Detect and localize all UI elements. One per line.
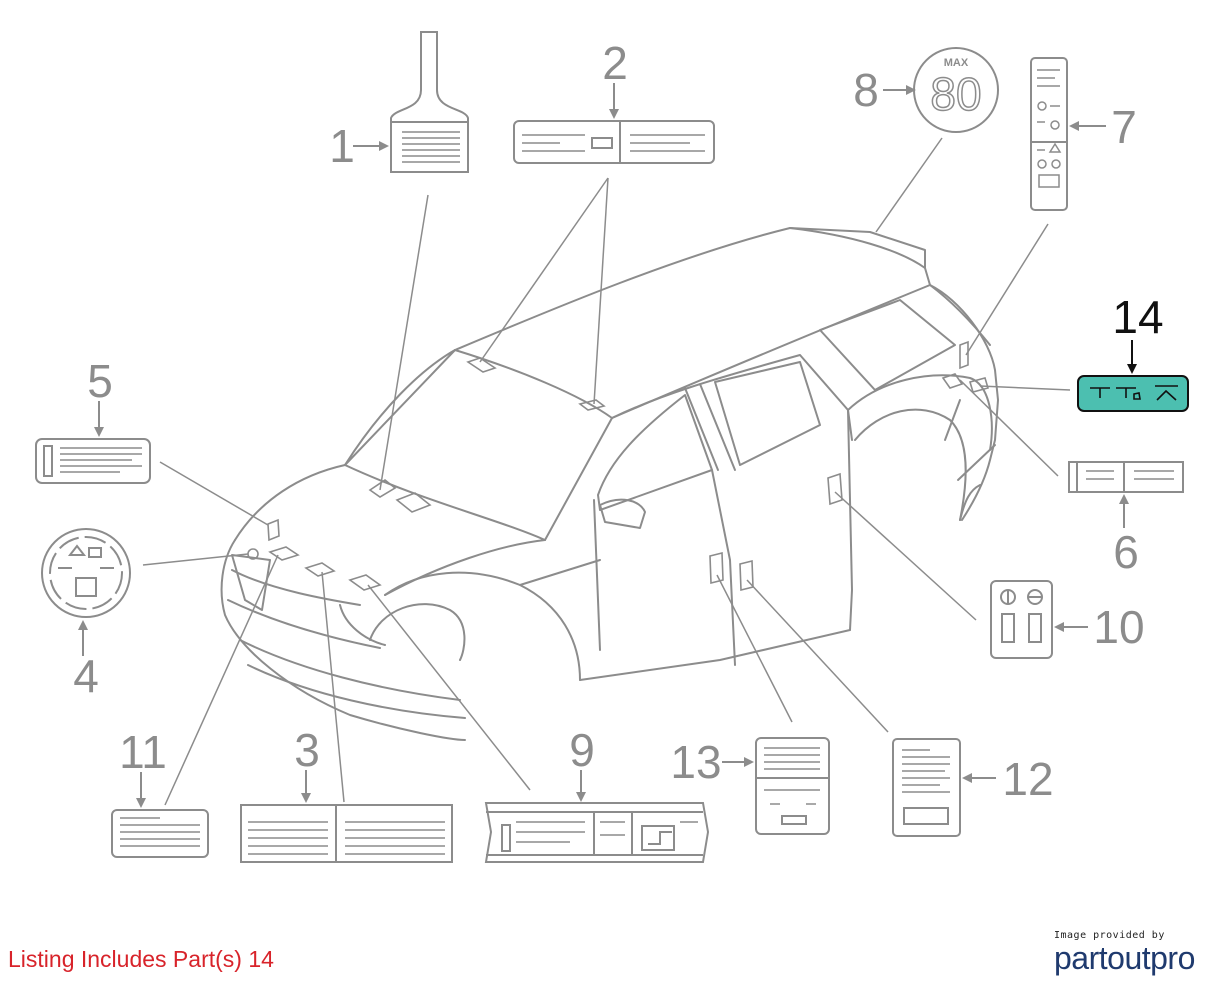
speed-max-text: MAX — [944, 57, 969, 69]
part-1-label — [390, 31, 469, 173]
callout-2: 2 — [602, 37, 628, 89]
brand-prefix: partout — [1054, 940, 1151, 976]
part-2-label — [513, 120, 715, 164]
part-11-label — [111, 809, 209, 858]
callout-8: 8 — [853, 64, 879, 116]
callout-12: 12 — [1002, 753, 1053, 805]
callout-6: 6 — [1113, 526, 1139, 578]
callout-13: 13 — [670, 736, 721, 788]
callout-arrows — [78, 83, 1129, 808]
part-9-label — [484, 802, 710, 863]
part-10-label — [990, 580, 1053, 659]
callout-1: 1 — [329, 120, 355, 172]
part-6-label — [1068, 461, 1184, 493]
credit-provided-by: Image provided by — [1054, 930, 1165, 941]
part-5-label — [35, 438, 151, 484]
leader-lines — [142, 137, 1071, 806]
callout-3: 3 — [294, 724, 320, 776]
callout-4: 4 — [73, 650, 99, 702]
part-14-label-highlighted[interactable] — [1077, 375, 1189, 412]
speed-value-text: 80 — [930, 68, 981, 120]
callout-10: 10 — [1093, 601, 1144, 653]
callout-11: 11 — [119, 726, 167, 778]
part-13-label — [755, 737, 830, 835]
part-4-label — [41, 528, 131, 618]
callout-14: 14 — [1112, 291, 1163, 343]
listing-includes-text: Listing Includes Part(s) 14 — [8, 946, 274, 972]
partoutpro-logo: partoutpro — [1054, 942, 1214, 974]
vehicle-outline — [220, 227, 999, 741]
partoutpro-credit[interactable]: Image provided by partoutpro — [1054, 930, 1214, 974]
part-3-label — [240, 804, 453, 863]
callout-numbers: 1 2 3 4 5 6 7 8 9 10 11 12 13 14 — [73, 37, 1163, 805]
part-12-label — [892, 738, 961, 837]
part-7-label — [1030, 57, 1068, 211]
brand-suffix: pro — [1150, 940, 1195, 976]
callout-9: 9 — [569, 724, 595, 776]
callout-5: 5 — [87, 355, 113, 407]
callout-7: 7 — [1111, 101, 1137, 153]
car-label-markers — [247, 340, 990, 592]
